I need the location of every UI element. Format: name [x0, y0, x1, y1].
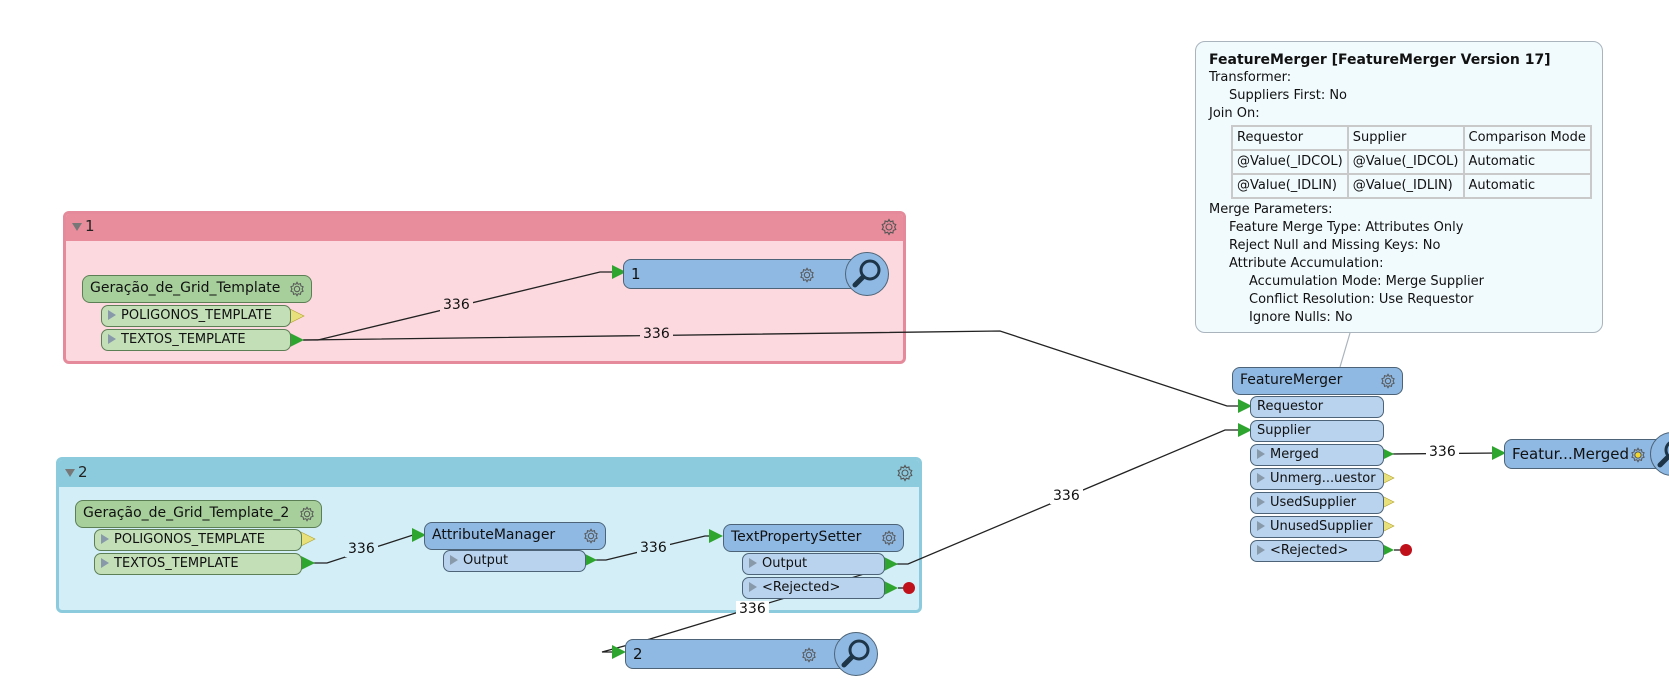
- reader-grid-template-2[interactable]: Geração_de_Grid_Template_2: [75, 500, 322, 528]
- reader-grid-template-1[interactable]: Geração_de_Grid_Template: [82, 275, 312, 303]
- tooltip-accum-mode: Accumulation Mode: Merge Supplier: [1249, 274, 1484, 289]
- output-port-merged[interactable]: Merged: [1250, 444, 1384, 466]
- table-row: @Value(_IDCOL) @Value(_IDCOL) Automatic: [1231, 149, 1592, 175]
- expand-triangle-icon[interactable]: [1257, 449, 1265, 459]
- expand-triangle-icon[interactable]: [108, 334, 116, 344]
- link-count: 336: [736, 601, 769, 617]
- link-count: 336: [345, 541, 378, 557]
- table-header-row: Requestor Supplier Comparison Mode: [1231, 125, 1592, 151]
- output-port-unmerged-requestor[interactable]: Unmerg...uestor: [1250, 468, 1384, 490]
- magnifier-icon[interactable]: [1650, 432, 1669, 476]
- output-port-poligonos[interactable]: POLIGONOS_TEMPLATE: [94, 529, 302, 551]
- bookmark-title: 2: [78, 463, 88, 481]
- link-count: 336: [640, 326, 673, 342]
- gear-icon[interactable]: [879, 217, 899, 241]
- expand-triangle-icon[interactable]: [749, 558, 757, 568]
- tooltip-reject-null: Reject Null and Missing Keys: No: [1229, 238, 1441, 253]
- output-port-used-supplier[interactable]: UsedSupplier: [1250, 492, 1384, 514]
- tooltip-ignore-nulls: Ignore Nulls: No: [1249, 310, 1353, 325]
- transformer-text-property-setter[interactable]: TextPropertySetter: [723, 524, 904, 552]
- gear-icon[interactable]: [288, 280, 306, 302]
- link-count: 336: [637, 540, 670, 556]
- table-cell: Automatic: [1462, 149, 1592, 175]
- inspector-featuremerger-merged[interactable]: Featur...Merged: [1504, 439, 1669, 469]
- tooltip-feature-merge-type: Feature Merge Type: Attributes Only: [1229, 220, 1464, 235]
- table-cell: @Value(_IDLIN): [1231, 173, 1349, 199]
- bookmark-header[interactable]: 2: [59, 460, 919, 487]
- tooltip-attr-accum-label: Attribute Accumulation:: [1229, 256, 1384, 271]
- table-header: Supplier: [1346, 125, 1465, 151]
- link-count: 336: [440, 297, 473, 313]
- expand-triangle-icon[interactable]: [101, 558, 109, 568]
- collapse-triangle-icon[interactable]: [65, 468, 75, 477]
- node-label: Geração_de_Grid_Template: [90, 280, 281, 296]
- table-cell: @Value(_IDCOL): [1231, 149, 1349, 175]
- tooltip-suppliers-first: Suppliers First: No: [1229, 88, 1348, 103]
- node-label: FeatureMerger: [1240, 372, 1343, 388]
- expand-triangle-icon[interactable]: [101, 534, 109, 544]
- node-label: 2: [633, 645, 643, 663]
- output-port-textos[interactable]: TEXTOS_TEMPLATE: [101, 329, 291, 351]
- bookmark-title: 1: [85, 217, 95, 235]
- input-port-supplier[interactable]: Supplier: [1250, 420, 1384, 442]
- tooltip-merge-params-label: Merge Parameters:: [1209, 202, 1333, 217]
- inspector-1[interactable]: 1: [623, 259, 863, 289]
- gear-icon[interactable]: [895, 463, 915, 487]
- input-port-connected: [612, 645, 626, 659]
- expand-triangle-icon[interactable]: [1257, 473, 1265, 483]
- tooltip-transformer-label: Transformer:: [1209, 70, 1292, 85]
- inspector-2[interactable]: 2: [625, 639, 865, 669]
- gear-icon[interactable]: [298, 505, 316, 527]
- output-port-textos[interactable]: TEXTOS_TEMPLATE: [94, 553, 302, 575]
- expand-triangle-icon[interactable]: [1257, 497, 1265, 507]
- output-port-output[interactable]: Output: [443, 550, 586, 572]
- expand-triangle-icon[interactable]: [1257, 521, 1265, 531]
- output-port-unused-supplier[interactable]: UnusedSupplier: [1250, 516, 1384, 538]
- collapse-triangle-icon[interactable]: [72, 222, 82, 231]
- node-label: Featur...Merged: [1512, 445, 1630, 463]
- expand-triangle-icon[interactable]: [1257, 545, 1265, 555]
- node-label: AttributeManager: [432, 527, 556, 543]
- node-label: Geração_de_Grid_Template_2: [83, 505, 290, 521]
- table-cell: Automatic: [1462, 173, 1592, 199]
- output-port-poligonos[interactable]: POLIGONOS_TEMPLATE: [101, 305, 291, 327]
- gear-icon[interactable]: [798, 266, 816, 288]
- node-label: 1: [631, 265, 641, 283]
- link-count: 336: [1050, 488, 1083, 504]
- rejected-dot: [1400, 544, 1412, 556]
- gear-icon[interactable]: [1629, 446, 1647, 468]
- tooltip-join-on-label: Join On:: [1209, 106, 1260, 121]
- gear-icon[interactable]: [582, 527, 600, 549]
- magnifier-icon[interactable]: [845, 252, 889, 296]
- expand-triangle-icon[interactable]: [450, 555, 458, 565]
- gear-icon[interactable]: [800, 646, 818, 668]
- table-header: Comparison Mode: [1462, 125, 1592, 151]
- magnifier-icon[interactable]: [834, 632, 878, 676]
- bookmark-header[interactable]: 1: [66, 214, 903, 241]
- output-port-rejected[interactable]: <Rejected>: [742, 577, 885, 599]
- expand-triangle-icon[interactable]: [108, 310, 116, 320]
- input-port-requestor[interactable]: Requestor: [1250, 396, 1384, 418]
- table-cell: @Value(_IDCOL): [1346, 149, 1465, 175]
- table-row: @Value(_IDLIN) @Value(_IDLIN) Automatic: [1231, 173, 1592, 199]
- link-count: 336: [1426, 444, 1459, 460]
- node-label: TextPropertySetter: [731, 529, 862, 545]
- tooltip-title: FeatureMerger [FeatureMerger Version 17]: [1209, 52, 1551, 68]
- expand-triangle-icon[interactable]: [749, 582, 757, 592]
- tooltip-conflict-resolution: Conflict Resolution: Use Requestor: [1249, 292, 1474, 307]
- table-header: Requestor: [1231, 125, 1349, 151]
- table-cell: @Value(_IDLIN): [1346, 173, 1465, 199]
- join-table: Requestor Supplier Comparison Mode @Valu…: [1231, 125, 1592, 199]
- feature-merger-tooltip: FeatureMerger [FeatureMerger Version 17]…: [1195, 41, 1603, 333]
- transformer-attribute-manager[interactable]: AttributeManager: [424, 522, 606, 550]
- transformer-feature-merger[interactable]: FeatureMerger: [1232, 367, 1403, 395]
- gear-icon[interactable]: [1379, 372, 1397, 394]
- gear-icon[interactable]: [880, 529, 898, 551]
- output-port-rejected[interactable]: <Rejected>: [1250, 540, 1384, 562]
- output-port-output[interactable]: Output: [742, 553, 885, 575]
